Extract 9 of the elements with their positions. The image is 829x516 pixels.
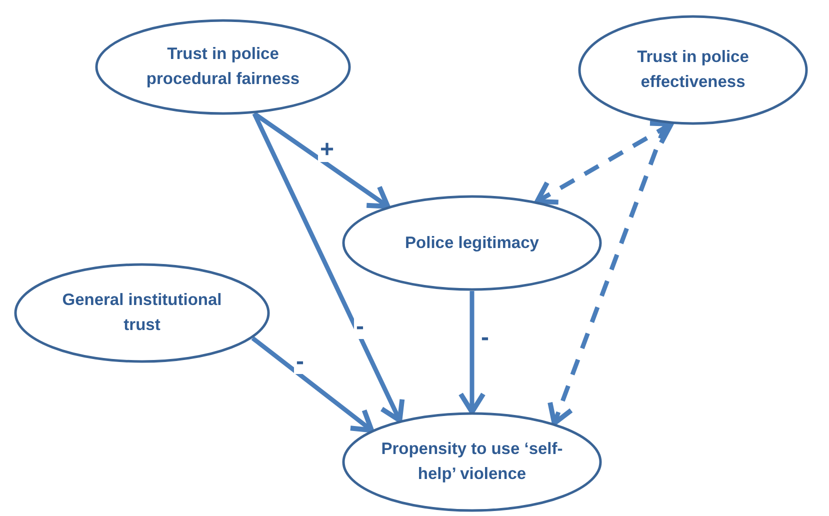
arrow [251, 336, 374, 433]
node-label: Trust in police effectiveness [636, 47, 750, 93]
arrow [252, 112, 405, 423]
node-label: Police legitimacy [405, 232, 539, 254]
node-label: General institutional trust [61, 290, 223, 336]
arrow [458, 291, 486, 414]
arrow [534, 120, 674, 205]
node-label: Propensity to use ‘self-help’ violence [380, 439, 564, 485]
node-label: Trust in police procedural fairness [145, 44, 301, 90]
